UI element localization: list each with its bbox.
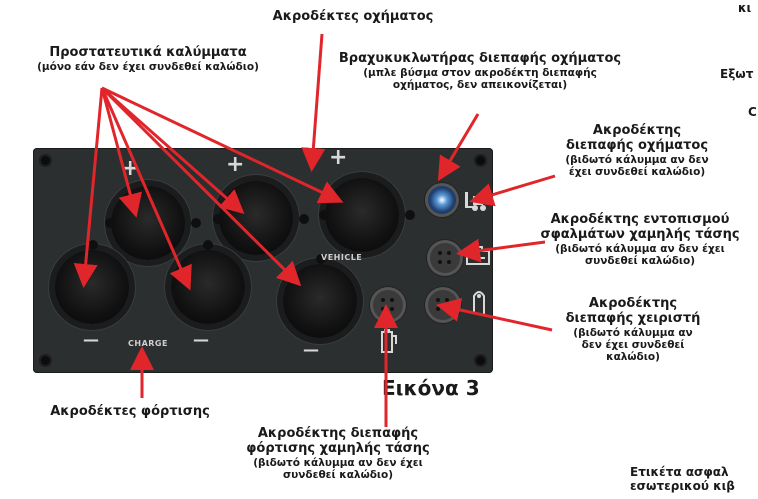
minus-sign: —	[83, 330, 99, 349]
label-operator-interface: Ακροδέκτης διεπαφής χειριστή (βιδωτό κάλ…	[565, 296, 701, 363]
cap-tab	[191, 218, 201, 228]
plus-sign: +	[226, 152, 245, 177]
screw	[39, 354, 52, 367]
screw	[39, 154, 52, 167]
cut-label-mid-right-2: C	[748, 105, 757, 119]
screw	[474, 154, 487, 167]
hand-icon	[473, 291, 485, 314]
label-charge-terminals: Ακροδέκτες φόρτισης	[50, 404, 210, 419]
cap-tab	[203, 240, 213, 250]
vehicle-text: VEHICLE	[321, 253, 363, 262]
cap-tab	[405, 210, 415, 220]
cap-tab	[88, 240, 98, 250]
label-lv-fault: Ακροδέκτης εντοπισμού σφαλμάτων χαμηλής …	[540, 212, 740, 267]
cut-label-mid-right: Εξωτ	[720, 67, 754, 81]
label-vehicle-interface: Ακροδέκτης διεπαφής οχήματος (βιδωτό κάλ…	[565, 123, 709, 178]
cap-tab	[316, 254, 326, 264]
figure-caption: Εικόνα 3	[382, 376, 480, 400]
cap-tab	[299, 214, 309, 224]
label-lv-charge: Ακροδέκτης διεπαφής φόρτισης χαμηλής τάσ…	[246, 426, 430, 481]
plus-sign: +	[329, 145, 348, 170]
cut-label-bottom: Ετικέτα ασφαλ εσωτερικού κιβ	[630, 465, 735, 493]
cap-tab	[105, 218, 115, 228]
cut-label-top-right: κι	[738, 1, 752, 15]
label-short-circuit: Βραχυκυκλωτήρας διεπαφής οχήματος (μπλε …	[338, 51, 622, 91]
screw	[474, 354, 487, 367]
minus-sign: —	[303, 340, 319, 359]
cap-tab	[319, 210, 329, 220]
vehicle-interface-connector	[428, 186, 456, 214]
cap-tab	[213, 214, 223, 224]
connector-panel: + + + — — — CHARGE VEHICLE	[33, 145, 493, 373]
label-protective-caps: Προστατευτικά καλύμματα (μόνο εάν δεν έχ…	[37, 45, 259, 73]
lv-fault-connector	[430, 243, 460, 273]
minus-sign: —	[193, 330, 209, 349]
label-vehicle-terminals: Ακροδέκτες οχήματος	[272, 9, 434, 24]
charge-text: CHARGE	[128, 339, 168, 348]
